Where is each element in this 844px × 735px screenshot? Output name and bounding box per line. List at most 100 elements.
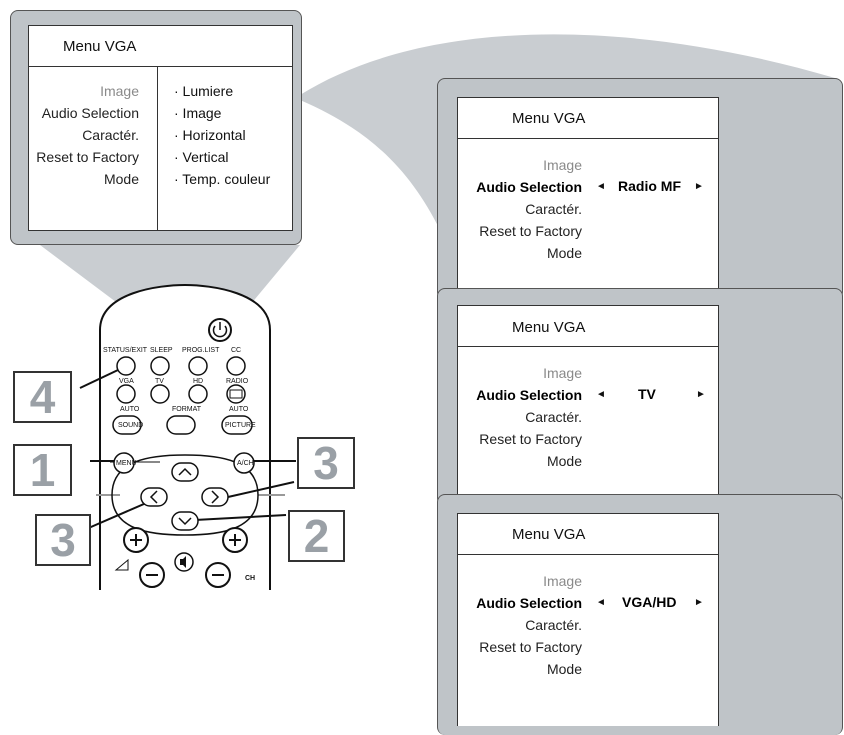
picture-label: PICTURE	[225, 422, 256, 429]
top-menu-item[interactable]: Audio Selection	[41, 105, 139, 121]
ch-label: CH	[245, 575, 256, 582]
right-button[interactable]	[201, 487, 229, 507]
sound-label: SOUND	[118, 422, 144, 429]
top-menu-items: Image Audio Selection Caractér. Reset to…	[29, 80, 139, 190]
menu-item-selected[interactable]: Audio Selection	[476, 595, 582, 611]
left-arrow-icon[interactable]: ◄	[596, 181, 606, 192]
auto-picture-label: AUTO	[229, 406, 249, 413]
step-1: 1	[13, 444, 72, 496]
down-button[interactable]	[171, 511, 199, 531]
menu-item[interactable]: Mode	[546, 661, 582, 677]
prog-list-button[interactable]	[188, 356, 208, 376]
power-button[interactable]	[208, 318, 232, 342]
format-button[interactable]	[166, 415, 196, 435]
radio-icon	[229, 389, 243, 399]
screen-3-box: Menu VGA Image Audio Selection Caractér.…	[457, 513, 719, 726]
menu-item[interactable]: Mode	[546, 245, 582, 261]
menu-label: MENU	[116, 460, 137, 467]
volume-down-button[interactable]	[139, 562, 165, 588]
channel-down-button[interactable]	[205, 562, 231, 588]
right-arrow-icon[interactable]: ►	[694, 181, 704, 192]
menu-item[interactable]: Image	[543, 365, 582, 381]
screen-2-box: Menu VGA Image Audio Selection Caractér.…	[457, 305, 719, 506]
right-arrow-icon[interactable]: ►	[694, 597, 704, 608]
selected-value: Radio MF	[618, 178, 681, 194]
step-3-right: 3	[297, 437, 355, 489]
menu-item[interactable]: Reset to Factory	[479, 223, 582, 239]
top-menu-title: Menu VGA	[63, 38, 137, 55]
step-3-left: 3	[35, 514, 91, 566]
screen-panel-1: Menu VGA Image Audio Selection Caractér.…	[437, 78, 843, 300]
mute-icon	[180, 556, 186, 568]
menu-item[interactable]: Reset to Factory	[479, 639, 582, 655]
selected-value: TV	[638, 386, 656, 402]
format-label: FORMAT	[172, 406, 202, 413]
auto-sound-label: AUTO	[120, 406, 140, 413]
screen-3-title: Menu VGA	[512, 526, 586, 543]
chevron-up-icon	[178, 467, 192, 476]
tv-button[interactable]	[150, 384, 170, 404]
ach-button[interactable]	[233, 452, 255, 474]
screen-1-divider	[458, 138, 718, 139]
screen-2-divider	[458, 346, 718, 347]
vga-button[interactable]	[116, 384, 136, 404]
radio-label: RADIO	[226, 378, 249, 385]
top-menu-subitem[interactable]: · Vertical	[174, 149, 229, 165]
top-menu-subitem[interactable]: · Temp. couleur	[174, 171, 271, 187]
top-menu-vdivider	[157, 66, 158, 230]
menu-item[interactable]: Image	[543, 157, 582, 173]
up-button[interactable]	[171, 462, 199, 482]
selected-value: VGA/HD	[622, 594, 677, 610]
menu-item-selected[interactable]: Audio Selection	[476, 179, 582, 195]
status-exit-button[interactable]	[116, 356, 136, 376]
top-menu-item[interactable]: Mode	[103, 171, 139, 187]
left-button[interactable]	[140, 487, 168, 507]
mute-button[interactable]	[174, 552, 194, 572]
volume-up-button[interactable]	[123, 527, 149, 553]
top-menu-box: Menu VGA Image Audio Selection Caractér.…	[28, 25, 293, 231]
menu-item[interactable]: Caractér.	[525, 409, 582, 425]
top-menu-item[interactable]: Reset to Factory	[36, 149, 139, 165]
menu-button[interactable]	[113, 452, 135, 474]
menu-item[interactable]: Image	[543, 573, 582, 589]
top-menu-item[interactable]: Caractér.	[82, 127, 139, 143]
cc-button[interactable]	[226, 356, 246, 376]
menu-item-selected[interactable]: Audio Selection	[476, 387, 582, 403]
ach-label: A/CH	[237, 460, 254, 467]
sound-button[interactable]	[112, 415, 142, 435]
top-menu-subitem[interactable]: · Horizontal	[174, 127, 246, 143]
menu-item[interactable]: Reset to Factory	[479, 431, 582, 447]
menu-item[interactable]: Mode	[546, 453, 582, 469]
screen-1-box: Menu VGA Image Audio Selection Caractér.…	[457, 97, 719, 300]
prog-list-label: PROG.LIST	[182, 347, 220, 354]
screen-panel-3: Menu VGA Image Audio Selection Caractér.…	[437, 494, 843, 735]
top-menu-subitem[interactable]: · Lumiere	[174, 83, 234, 99]
step-4: 4	[13, 371, 72, 423]
chevron-down-icon	[178, 517, 192, 526]
menu-item[interactable]: Caractér.	[525, 617, 582, 633]
step-2: 2	[288, 510, 345, 562]
status-exit-label: STATUS/EXIT	[103, 347, 148, 354]
hd-button[interactable]	[188, 384, 208, 404]
tv-label: TV	[155, 378, 164, 385]
vga-label: VGA	[119, 378, 134, 385]
top-menu-divider	[29, 66, 292, 67]
right-arrow-icon[interactable]: ►	[696, 389, 706, 400]
top-menu-panel: Menu VGA Image Audio Selection Caractér.…	[10, 10, 302, 245]
menu-item[interactable]: Caractér.	[525, 201, 582, 217]
screen-2-items: Image Audio Selection Caractér. Reset to…	[458, 362, 582, 472]
sleep-button[interactable]	[150, 356, 170, 376]
channel-up-button[interactable]	[222, 527, 248, 553]
screen-1-items: Image Audio Selection Caractér. Reset to…	[458, 154, 582, 264]
chevron-left-icon	[149, 490, 158, 504]
top-menu-subitem[interactable]: · Image	[174, 105, 222, 121]
top-menu-item[interactable]: Image	[100, 83, 139, 99]
menu-beam	[40, 245, 300, 305]
hd-label: HD	[193, 378, 204, 385]
left-arrow-icon[interactable]: ◄	[596, 389, 606, 400]
nav-ring	[111, 454, 259, 536]
left-arrow-icon[interactable]: ◄	[596, 597, 606, 608]
picture-button[interactable]	[221, 415, 253, 435]
sleep-label: SLEEP	[150, 347, 173, 354]
